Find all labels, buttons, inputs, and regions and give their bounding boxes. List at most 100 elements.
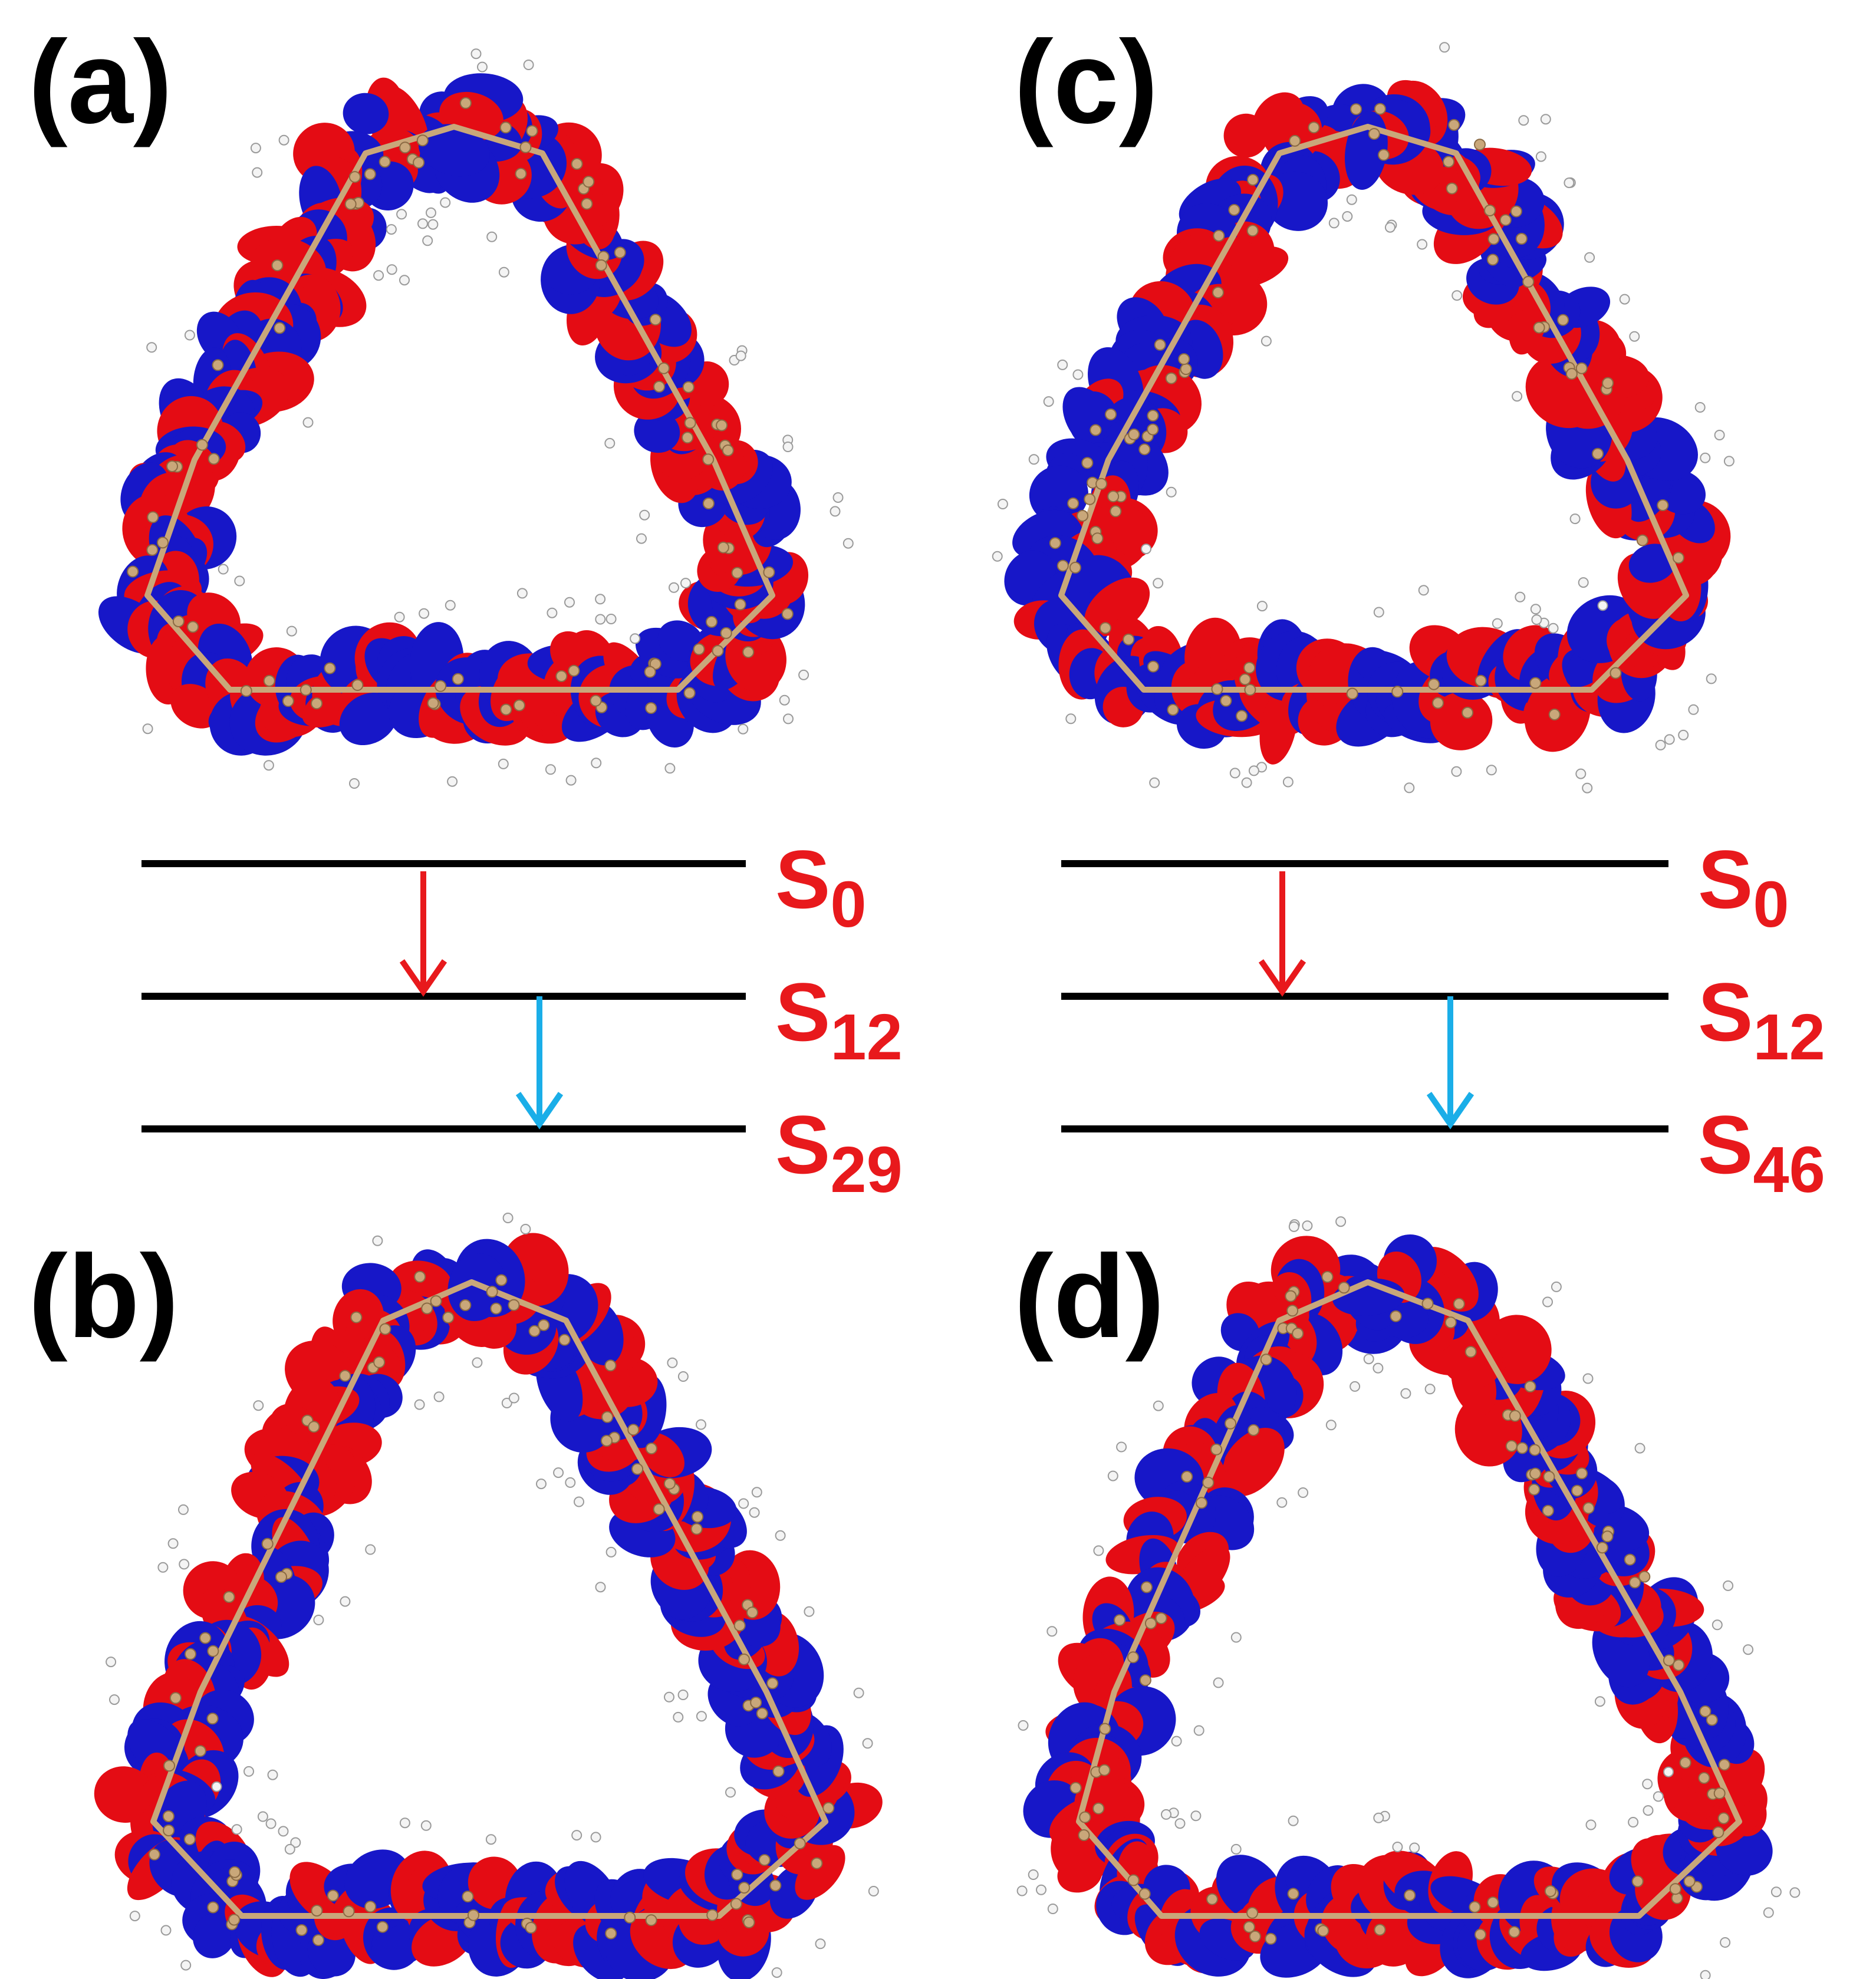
hydrogen-atom — [1350, 1381, 1361, 1392]
carbon-atom — [1127, 1651, 1139, 1664]
carbon-atom — [683, 687, 696, 699]
carbon-atom — [1515, 233, 1528, 245]
carbon-atom — [605, 1927, 617, 1940]
carbon-atom — [1067, 497, 1079, 509]
carbon-atom — [653, 1503, 665, 1516]
hydrogen-atom — [472, 1357, 483, 1368]
hydrogen-atom — [664, 1691, 674, 1703]
carbon-atom — [1248, 1424, 1260, 1436]
hydrogen-atom — [1057, 359, 1068, 370]
hydrogen-atom — [1578, 577, 1589, 588]
carbon-atom — [1079, 1811, 1091, 1823]
carbon-atom — [706, 1909, 719, 1921]
hydrogen-atom — [419, 608, 430, 619]
carbon-atom — [1548, 709, 1561, 720]
hydrogen-atom — [278, 1826, 289, 1837]
carbon-atom — [1178, 353, 1190, 365]
carbon-atom — [1624, 1553, 1636, 1566]
carbon-atom — [644, 666, 656, 678]
carbon-atom — [1350, 103, 1362, 116]
hydrogen-atom — [574, 1496, 584, 1507]
carbon-atom — [682, 432, 694, 444]
carbon-atom — [693, 643, 705, 656]
hydrogen-atom — [290, 1837, 301, 1848]
carbon-atom — [207, 1901, 219, 1914]
hydrogen-atom — [399, 1817, 410, 1829]
carbon-atom — [1462, 706, 1474, 719]
hydrogen-atom — [696, 1419, 706, 1430]
panel-label-d: (d) — [1014, 1231, 1165, 1362]
carbon-atom — [308, 1421, 320, 1433]
hydrogen-atom — [1531, 614, 1542, 625]
carbon-atom — [733, 1619, 746, 1632]
hydrogen-atom — [1043, 396, 1054, 407]
carbon-atom — [1181, 1470, 1193, 1483]
hydrogen-atom — [211, 1781, 222, 1792]
hydrogen-atom — [782, 442, 794, 452]
carbon-atom — [1699, 1705, 1712, 1717]
hydrogen-atom — [243, 1766, 254, 1777]
carbon-atom — [1099, 622, 1111, 634]
carbon-atom — [199, 1632, 212, 1644]
carbon-atom — [1154, 338, 1166, 351]
hydrogen-atom — [218, 564, 229, 575]
carbon-atom — [1167, 704, 1179, 716]
hydrogen-atom — [830, 506, 841, 517]
orbital-structure-b — [94, 1213, 883, 1979]
hydrogen-atom — [516, 588, 528, 599]
carbon-atom — [1225, 1417, 1237, 1430]
hydrogen-atom — [590, 1832, 601, 1843]
hydrogen-atom — [605, 1546, 617, 1557]
hydrogen-atom — [1548, 623, 1559, 634]
carbon-atom — [344, 198, 357, 210]
hydrogen-atom — [417, 218, 428, 229]
carbon-atom — [657, 362, 670, 374]
carbon-atom — [731, 567, 743, 579]
carbon-atom — [720, 627, 732, 639]
hydrogen-atom — [1028, 1869, 1039, 1880]
hydrogen-atom — [1664, 734, 1675, 745]
state-label-s29: S29 — [775, 1098, 903, 1206]
hydrogen-atom — [286, 625, 297, 637]
carbon-atom — [1265, 1932, 1277, 1945]
carbon-atom — [1147, 423, 1159, 436]
carbon-atom — [1510, 205, 1522, 218]
carbon-atom — [706, 615, 718, 628]
hydrogen-atom — [1518, 115, 1529, 126]
carbon-atom — [1098, 1764, 1111, 1776]
carbon-atom — [1308, 121, 1320, 134]
carbon-atom — [208, 453, 220, 465]
hydrogen-atom — [1016, 1885, 1028, 1896]
carbon-atom — [1081, 457, 1094, 469]
panel-label-a: (a) — [28, 17, 173, 148]
carbon-atom — [1582, 1502, 1595, 1514]
carbon-atom — [1212, 287, 1224, 299]
hydrogen-atom — [470, 48, 482, 60]
carbon-atom — [571, 158, 583, 170]
hydrogen-atom — [1288, 1221, 1299, 1232]
carbon-atom — [490, 1302, 502, 1315]
hydrogen-atom — [1373, 1812, 1384, 1823]
carbon-atom — [271, 259, 284, 272]
carbon-atom — [172, 615, 185, 627]
hydrogen-atom — [1643, 1805, 1654, 1816]
hydrogen-atom — [1700, 452, 1711, 463]
carbon-atom — [525, 1922, 537, 1934]
carbon-atom — [1629, 1576, 1641, 1589]
carbon-atom — [822, 1802, 835, 1814]
carbon-atom — [590, 694, 602, 707]
hydrogen-atom — [1166, 486, 1177, 498]
energy-diagram-right: S0 S12 S46 — [1061, 833, 1825, 1206]
carbon-atom — [1663, 1654, 1675, 1667]
hydrogen-atom — [669, 582, 679, 593]
carbon-atom — [631, 1463, 644, 1475]
carbon-atom — [1505, 1440, 1518, 1452]
carbon-atom — [1138, 443, 1151, 456]
carbon-atom — [228, 1914, 241, 1926]
carbon-atom — [1453, 1298, 1465, 1310]
hydrogen-atom — [1276, 1497, 1288, 1508]
hydrogen-atom — [1298, 1487, 1309, 1498]
carbon-atom — [442, 1311, 455, 1323]
carbon-atom — [1247, 174, 1259, 186]
hydrogen-atom — [1628, 1817, 1639, 1827]
